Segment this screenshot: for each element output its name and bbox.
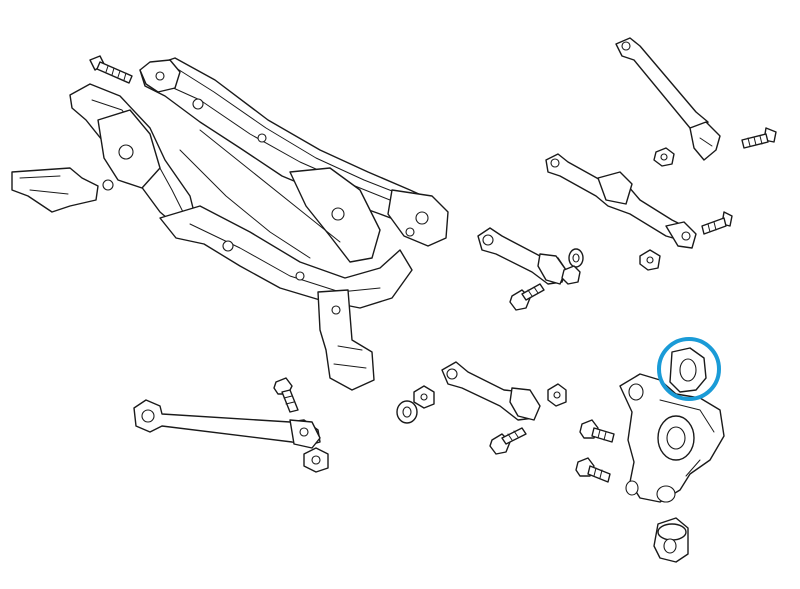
upper-arm-bolt[interactable] — [741, 127, 777, 149]
lower-trailing-arm[interactable] — [133, 399, 321, 449]
center-link-bolt[interactable] — [489, 427, 527, 455]
lower-bushing[interactable] — [653, 517, 689, 563]
upper-control-arm[interactable] — [615, 37, 721, 161]
upper-arm-nut[interactable] — [653, 147, 675, 167]
lower-center-link[interactable] — [441, 361, 541, 421]
lateral-arm-nut[interactable] — [639, 249, 661, 271]
center-link-nut-left[interactable] — [413, 385, 435, 409]
lower-lateral-arm[interactable] — [545, 153, 697, 249]
highlight-circle — [657, 337, 721, 401]
center-link-nut-right[interactable] — [547, 383, 567, 407]
subframe-bolt[interactable] — [89, 55, 133, 84]
knuckle-bolt-upper[interactable] — [579, 419, 615, 443]
toe-link-bolt[interactable] — [509, 283, 545, 311]
trailing-arm-nut[interactable] — [303, 447, 329, 473]
toe-link-nut[interactable] — [561, 265, 581, 285]
toe-control-link[interactable] — [477, 227, 567, 285]
knuckle-bolt-lower[interactable] — [575, 457, 611, 483]
toe-link-washer[interactable] — [568, 248, 584, 268]
lateral-arm-bolt[interactable] — [701, 211, 733, 235]
rear-subframe[interactable] — [11, 57, 449, 391]
rear-knuckle[interactable] — [619, 373, 725, 503]
trailing-arm-bolt[interactable] — [273, 377, 299, 413]
center-link-washer-left[interactable] — [396, 400, 418, 424]
knuckle-bushing[interactable] — [669, 347, 707, 393]
